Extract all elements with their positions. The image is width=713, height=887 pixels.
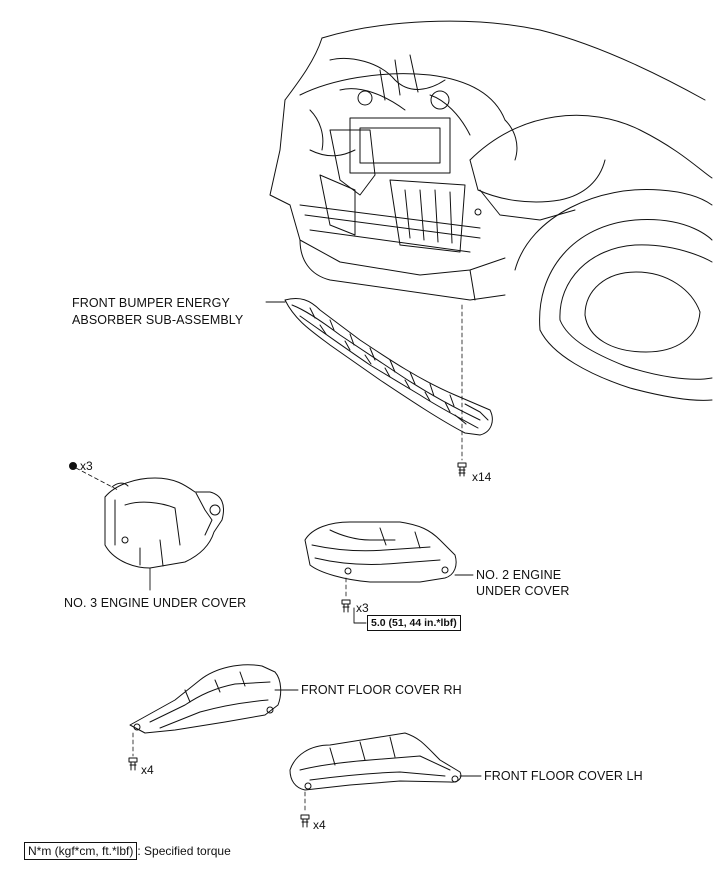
no2-bolt xyxy=(341,599,351,613)
front-floor-cover-rh xyxy=(129,664,282,734)
absorber-label-line1: FRONT BUMPER ENERGY xyxy=(72,296,230,310)
absorber-label-line2: ABSORBER SUB-ASSEMBLY xyxy=(72,313,244,327)
no2-qty: x3 xyxy=(356,601,369,615)
alignment-lines xyxy=(75,304,463,814)
fasteners xyxy=(69,462,467,828)
absorber-bolt xyxy=(457,462,467,477)
no3-qty: x3 xyxy=(80,459,93,473)
lh-bolt xyxy=(300,814,310,828)
floor-lh-label: FRONT FLOOR COVER LH xyxy=(484,769,643,783)
no2-cover-label-line1: NO. 2 ENGINE xyxy=(476,568,562,582)
no3-cover-label: NO. 3 ENGINE UNDER COVER xyxy=(64,596,247,610)
rh-bolt xyxy=(128,757,138,771)
legend-description: : Specified torque xyxy=(137,844,231,858)
rh-qty: x4 xyxy=(141,763,154,777)
front-bumper-energy-absorber xyxy=(284,297,493,436)
no2-engine-under-cover xyxy=(304,521,457,583)
floor-rh-label: FRONT FLOOR COVER RH xyxy=(301,683,462,697)
no2-torque-spec: 5.0 (51, 44 in.*lbf) xyxy=(367,615,461,631)
torque-legend: N*m (kgf*cm, ft.*lbf): Specified torque xyxy=(24,842,231,860)
leader-lines xyxy=(149,301,482,777)
no2-cover-label-line2: UNDER COVER xyxy=(476,584,570,598)
legend-unit-box: N*m (kgf*cm, ft.*lbf) xyxy=(24,842,138,860)
no3-engine-under-cover xyxy=(104,477,224,569)
lh-qty: x4 xyxy=(313,818,326,832)
vehicle-front-end xyxy=(269,20,713,401)
no3-clip xyxy=(69,462,77,470)
front-floor-cover-lh xyxy=(289,732,462,791)
absorber-qty: x14 xyxy=(472,470,492,484)
